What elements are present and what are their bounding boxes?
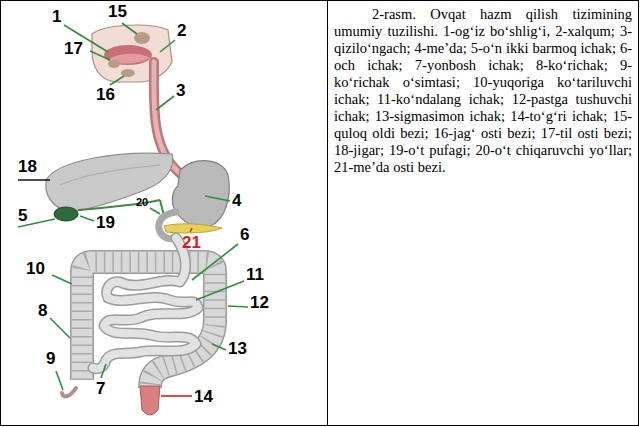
stomach (172, 161, 229, 227)
callout-number: 15 (108, 3, 127, 20)
callout-number: 5 (18, 207, 27, 224)
pancreas (164, 224, 222, 233)
leader-line (161, 395, 192, 397)
bile-ducts (78, 200, 164, 216)
callout-number: 20 (136, 197, 148, 208)
head-section (92, 25, 172, 82)
small-intestine-outline (93, 238, 198, 369)
appendix (62, 388, 76, 396)
callout-number: 4 (232, 192, 241, 209)
callout-number: 10 (26, 260, 45, 277)
gallbladder (54, 207, 78, 221)
callout-number: 16 (96, 86, 115, 103)
sublingual-gland (108, 60, 120, 68)
callout-number: 14 (194, 388, 213, 405)
leader-line (18, 179, 50, 180)
liver-shading (60, 165, 160, 185)
callout-number: 9 (46, 350, 55, 367)
callout-number: 19 (96, 214, 115, 231)
callout-number: 11 (246, 266, 264, 283)
callout-number: 1 (52, 8, 61, 25)
rectum (140, 386, 160, 415)
callout-number: 12 (250, 294, 269, 311)
leader-line (190, 228, 192, 232)
leader-lines (18, 23, 248, 390)
small-intestine (93, 238, 198, 369)
callout-number: 21 (182, 234, 201, 251)
callout-number: 13 (228, 340, 247, 357)
callout-number: 3 (176, 82, 185, 99)
callout-number: 2 (177, 22, 186, 39)
callout-number: 17 (64, 40, 83, 57)
figure-caption: 2-rasm. Ovqat hazm qilish tizimining umu… (334, 6, 632, 176)
callout-number: 18 (18, 158, 37, 175)
callout-number: 7 (96, 380, 105, 397)
callout-number: 6 (240, 226, 249, 243)
callout-number: 8 (38, 302, 47, 319)
